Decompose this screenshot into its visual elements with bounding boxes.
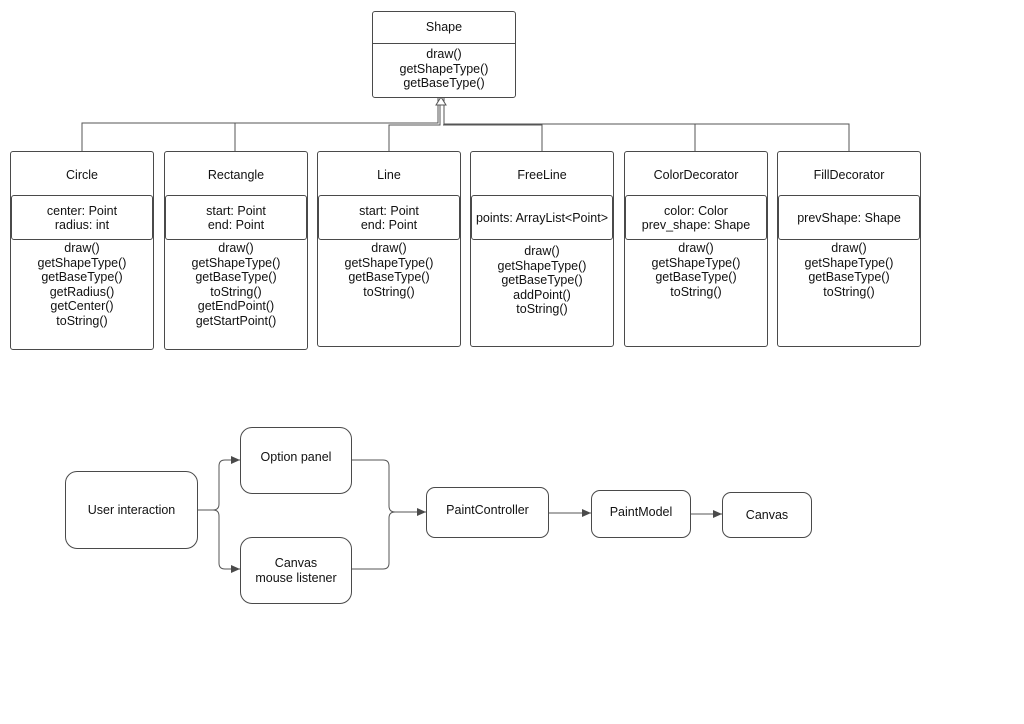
class-attributes-filldecorator: prevShape: Shape — [778, 195, 920, 240]
flow-listener-to-merge — [351, 511, 396, 570]
attribute: center: Point — [46, 203, 118, 218]
method: getShapeType() — [191, 255, 281, 270]
flow-split-to-option — [218, 456, 240, 504]
flow-node-label: PaintModel — [609, 504, 673, 519]
flow-split-corner — [212, 503, 220, 517]
method: getBaseType() — [808, 270, 890, 285]
flow-node-label: User interaction — [87, 502, 176, 517]
method: addPoint() — [513, 287, 571, 302]
method: getBaseType() — [655, 270, 737, 285]
class-box-colordecorator: ColorDecorator color: Color prev_shape: … — [624, 151, 768, 347]
method: draw() — [64, 241, 100, 255]
class-name-shape: Shape — [425, 20, 463, 34]
method: draw() — [426, 47, 462, 61]
method: getStartPoint() — [195, 313, 277, 328]
attribute: start: Point — [206, 203, 266, 218]
attribute: radius: int — [54, 217, 110, 232]
method: toString() — [56, 313, 108, 328]
class-methods-filldecorator: draw() getShapeType() getBaseType() toSt… — [778, 241, 920, 299]
flow-node-label: PaintController — [446, 503, 529, 517]
attribute: start: Point — [359, 203, 419, 218]
inheritance-line-colordecorator — [443, 97, 696, 152]
method: toString() — [823, 284, 875, 299]
flow-node-canvas-mouse-listener: Canvas mouse listener — [240, 537, 352, 604]
method: getBaseType() — [195, 270, 277, 285]
class-attributes-circle: center: Point radius: int — [11, 195, 153, 240]
flow-option-to-merge — [351, 459, 396, 513]
class-name-rectangle: Rectangle — [207, 168, 265, 182]
attribute: prev_shape: Shape — [641, 217, 751, 232]
inheritance-arrowhead — [435, 96, 447, 106]
class-name-line: Line — [377, 168, 401, 182]
method: getShapeType() — [804, 255, 894, 270]
method: getShapeType() — [399, 61, 489, 76]
class-methods-circle: draw() getShapeType() getBaseType() getR… — [11, 241, 153, 329]
inheritance-line-freeline — [443, 124, 543, 152]
inheritance-line-line — [388, 97, 441, 152]
class-box-filldecorator: FillDecorator prevShape: Shape draw() ge… — [777, 151, 921, 347]
class-box-shape: Shape draw() getShapeType() getBaseType(… — [372, 11, 516, 98]
class-methods-colordecorator: draw() getShapeType() getBaseType() toSt… — [625, 241, 767, 299]
method: draw() — [371, 241, 407, 255]
flow-node-option-panel: Option panel — [240, 427, 352, 494]
method: getBaseType() — [348, 270, 430, 285]
class-box-rectangle: Rectangle start: Point end: Point draw()… — [164, 151, 308, 350]
method: getShapeType() — [37, 255, 127, 270]
class-methods-freeline: draw() getShapeType() getBaseType() addP… — [471, 244, 613, 317]
method: toString() — [210, 284, 262, 299]
class-attributes-rectangle: start: Point end: Point — [165, 195, 307, 240]
flow-node-canvas: Canvas — [722, 492, 812, 538]
class-methods-rectangle: draw() getShapeType() getBaseType() toSt… — [165, 241, 307, 329]
class-attributes-colordecorator: color: Color prev_shape: Shape — [625, 195, 767, 240]
class-methods-line: draw() getShapeType() getBaseType() toSt… — [318, 241, 460, 299]
class-box-line: Line start: Point end: Point draw() getS… — [317, 151, 461, 347]
method: getBaseType() — [501, 273, 583, 288]
class-divider — [372, 43, 516, 44]
method: getShapeType() — [651, 255, 741, 270]
method: getShapeType() — [497, 258, 587, 273]
flow-node-user-interaction: User interaction — [65, 471, 198, 549]
class-name-filldecorator: FillDecorator — [813, 168, 885, 182]
attribute: points: ArrayList<Point> — [475, 210, 609, 225]
inheritance-line-filldecorator — [695, 123, 850, 152]
method: getEndPoint() — [197, 299, 275, 314]
class-methods-shape: draw() getShapeType() getBaseType() — [373, 47, 515, 91]
attribute: prevShape: Shape — [797, 210, 901, 225]
flow-split-to-canvas-listener — [218, 516, 240, 573]
class-attributes-freeline: points: ArrayList<Point> — [471, 195, 613, 240]
method: getBaseType() — [41, 270, 123, 285]
flow-node-paint-controller: PaintController — [426, 487, 549, 538]
method: draw() — [218, 241, 254, 255]
method: draw() — [831, 241, 867, 255]
class-box-freeline: FreeLine points: ArrayList<Point> draw()… — [470, 151, 614, 347]
class-name-circle: Circle — [66, 168, 98, 182]
method: getShapeType() — [344, 255, 434, 270]
attribute: color: Color — [664, 203, 728, 218]
class-name-freeline: FreeLine — [517, 168, 567, 182]
attribute: end: Point — [207, 217, 265, 232]
method: getRadius() — [49, 284, 115, 299]
flow-node-label: Canvas — [745, 507, 789, 522]
flow-node-label: Canvas mouse listener — [255, 555, 337, 585]
attribute: end: Point — [360, 217, 418, 232]
inheritance-line-circle — [81, 97, 439, 152]
method: toString() — [363, 284, 415, 299]
flow-node-label: Option panel — [260, 450, 332, 464]
method: getBaseType() — [403, 76, 485, 91]
method: getCenter() — [50, 299, 114, 314]
flow-node-paint-model: PaintModel — [591, 490, 691, 538]
class-attributes-line: start: Point end: Point — [318, 195, 460, 240]
method: toString() — [670, 284, 722, 299]
method: toString() — [516, 302, 568, 317]
method: draw() — [524, 244, 560, 258]
method: draw() — [678, 241, 714, 255]
class-name-colordecorator: ColorDecorator — [653, 168, 739, 182]
class-box-circle: Circle center: Point radius: int draw() … — [10, 151, 154, 350]
